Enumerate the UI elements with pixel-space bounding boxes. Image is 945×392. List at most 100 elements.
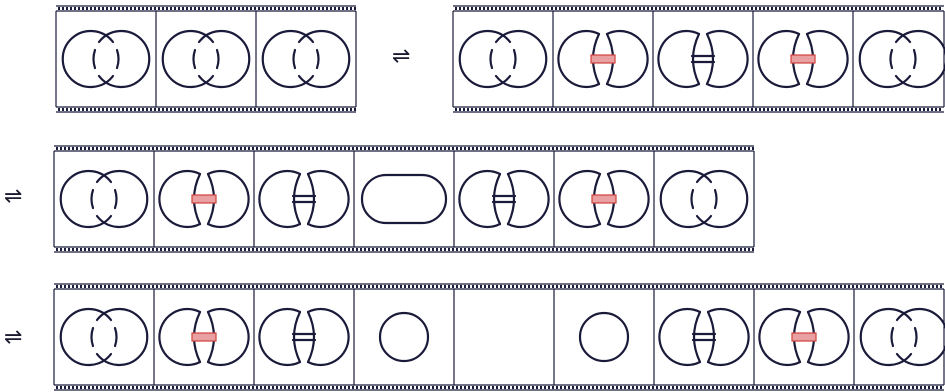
frame-band-open (258, 151, 355, 247)
sprocket-hole (460, 147, 462, 150)
sprocket-hole (908, 386, 910, 389)
sprocket-hole (136, 147, 138, 150)
sprocket-hole (112, 147, 114, 150)
sprocket-hole (496, 386, 498, 389)
sprocket-hole (356, 285, 358, 288)
sprocket-hole (228, 248, 230, 251)
sprocket-hole (484, 386, 486, 389)
sprocket-hole (564, 147, 566, 150)
sprocket-hole (688, 285, 690, 288)
sprocket-hole (344, 248, 346, 251)
sprocket-hole (624, 285, 626, 288)
sprocket-hole (416, 147, 418, 150)
sprocket-hole (792, 285, 794, 288)
sprocket-hole (716, 147, 718, 150)
sprocket-hole (715, 7, 717, 10)
sprocket-hole (174, 108, 176, 111)
sprocket-hole (867, 108, 869, 111)
sprocket-hole (238, 108, 240, 111)
sprocket-hole (412, 248, 414, 251)
sprocket-hole (659, 7, 661, 10)
sprocket-hole (318, 108, 320, 111)
sprocket-hole (576, 147, 578, 150)
sprocket-hole (688, 386, 690, 389)
sprocket-hole (182, 108, 184, 111)
sprocket-hole (491, 108, 493, 111)
sprocket-hole (64, 248, 66, 251)
sprocket-hole (580, 248, 582, 251)
sprocket-hole (692, 248, 694, 251)
sprocket-hole (708, 248, 710, 251)
sprocket-hole (234, 7, 236, 10)
sprocket-hole (124, 386, 126, 389)
sprocket-hole (148, 386, 150, 389)
sprocket-hole (420, 147, 422, 150)
sprocket-hole (859, 108, 861, 111)
sprocket-hole (284, 248, 286, 251)
sprocket-hole (64, 147, 66, 150)
sprocket-hole (280, 386, 282, 389)
sprocket-hole (96, 147, 98, 150)
sprocket-hole (751, 7, 753, 10)
sprocket-hole (336, 285, 338, 288)
sprocket-hole (900, 285, 902, 288)
sprocket-hole (122, 7, 124, 10)
sprocket-hole (350, 7, 352, 10)
sprocket-hole (544, 147, 546, 150)
sprocket-hole (136, 386, 138, 389)
sprocket-hole (200, 285, 202, 288)
sprocket-hole (600, 248, 602, 251)
sprocket-hole (763, 108, 765, 111)
sprocket-hole (428, 248, 430, 251)
equivalence-symbol-3: ⇌ (4, 325, 23, 350)
sprocket-hole (84, 248, 86, 251)
sprocket-hole (796, 285, 798, 288)
sprocket-hole (208, 285, 210, 288)
sprocket-hole (608, 386, 610, 389)
sprocket-hole (695, 7, 697, 10)
sprocket-hole (184, 248, 186, 251)
sprocket-hole (859, 7, 861, 10)
sprocket-hole (150, 7, 152, 10)
sprocket-hole (128, 248, 130, 251)
sprocket-hole (840, 386, 842, 389)
sprocket-hole (328, 147, 330, 150)
sprocket-hole (332, 248, 334, 251)
sprocket-hole (680, 248, 682, 251)
sprocket-hole (212, 147, 214, 150)
sprocket-hole (278, 108, 280, 111)
sprocket-hole (772, 285, 774, 288)
sprocket-hole (775, 108, 777, 111)
sprocket-hole (296, 285, 298, 288)
sprocket-hole (736, 147, 738, 150)
sprocket-hole (184, 285, 186, 288)
sprocket-hole (440, 248, 442, 251)
sprocket-hole (272, 386, 274, 389)
sprocket-hole (819, 108, 821, 111)
sprocket-hole (346, 108, 348, 111)
sprocket-hole (623, 7, 625, 10)
sprocket-hole (672, 248, 674, 251)
sprocket-hole (304, 147, 306, 150)
frame-two-loops (59, 289, 155, 385)
sprocket-hole (204, 285, 206, 288)
sprocket-hole (675, 108, 677, 111)
sprocket-hole (796, 386, 798, 389)
sprocket-hole (584, 147, 586, 150)
sprocket-hole (600, 386, 602, 389)
sprocket-hole (760, 285, 762, 288)
sprocket-hole (464, 285, 466, 288)
sprocket-hole (880, 386, 882, 389)
sprocket-hole (500, 386, 502, 389)
sprocket-hole (472, 386, 474, 389)
sprocket-hole (940, 285, 942, 288)
sprocket-hole (74, 108, 76, 111)
sprocket-hole (719, 7, 721, 10)
sprocket-hole (444, 248, 446, 251)
sprocket-hole (60, 386, 62, 389)
sprocket-hole (732, 386, 734, 389)
sprocket-hole (468, 248, 470, 251)
sprocket-hole (228, 386, 230, 389)
sprocket-hole (876, 285, 878, 288)
sprocket-hole (500, 248, 502, 251)
